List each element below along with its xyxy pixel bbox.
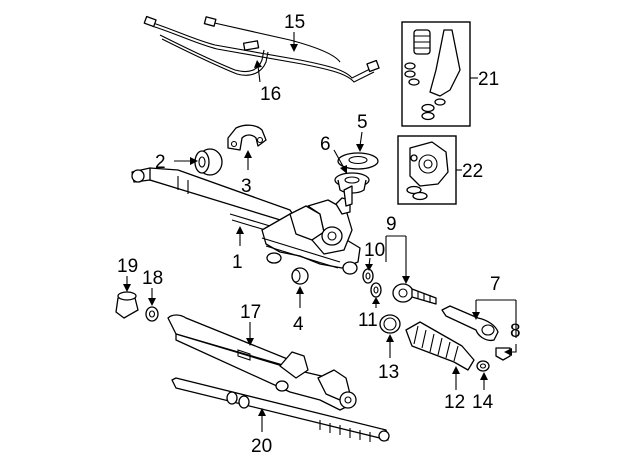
callout-3: 3 — [241, 176, 252, 197]
bushing-2 — [194, 148, 223, 176]
callout-16: 16 — [260, 84, 281, 105]
callout-14: 14 — [472, 392, 494, 413]
clamp-13 — [379, 314, 401, 334]
callout-10: 10 — [364, 240, 385, 261]
callout-13: 13 — [378, 362, 399, 383]
callout-8: 8 — [510, 321, 521, 342]
callout-5: 5 — [357, 112, 368, 133]
callout-21: 21 — [478, 69, 499, 90]
washer-11 — [370, 282, 382, 298]
inset-panel-21 — [401, 21, 471, 127]
callout-17: 17 — [240, 302, 261, 323]
rack-housing-17 — [167, 314, 357, 411]
clip-14 — [476, 360, 490, 372]
callout-4: 4 — [293, 314, 304, 335]
leader-lines — [123, 32, 517, 432]
callout-12: 12 — [444, 392, 465, 413]
callout-7: 7 — [490, 274, 501, 295]
callout-19: 19 — [117, 256, 138, 277]
callout-20: 20 — [251, 436, 272, 457]
hose-assembly-15 — [143, 15, 380, 83]
tie-rod-end-7 — [441, 305, 499, 342]
inset-panel-22 — [397, 135, 457, 205]
callout-labels: 1 2 3 4 5 6 7 8 9 10 11 12 13 14 15 16 1… — [117, 12, 521, 457]
bushing-4 — [291, 267, 309, 285]
callout-6: 6 — [320, 134, 331, 155]
washer-18 — [145, 306, 159, 322]
callout-9: 9 — [386, 214, 397, 235]
callout-1: 1 — [232, 252, 243, 273]
steering-rack-1 — [131, 167, 361, 275]
bracket-3 — [227, 124, 267, 151]
nut-8 — [495, 347, 511, 361]
bushing-19 — [115, 291, 139, 319]
rack-shaft-20 — [171, 377, 390, 442]
callout-11: 11 — [358, 310, 378, 331]
nut-10 — [362, 268, 374, 284]
callout-15: 15 — [284, 12, 305, 33]
boot-12 — [405, 321, 475, 371]
inner-tie-rod-9 — [392, 283, 437, 305]
callout-2: 2 — [155, 152, 166, 173]
seal-5 — [337, 152, 379, 170]
callout-22: 22 — [462, 161, 483, 182]
callout-18: 18 — [142, 268, 163, 289]
